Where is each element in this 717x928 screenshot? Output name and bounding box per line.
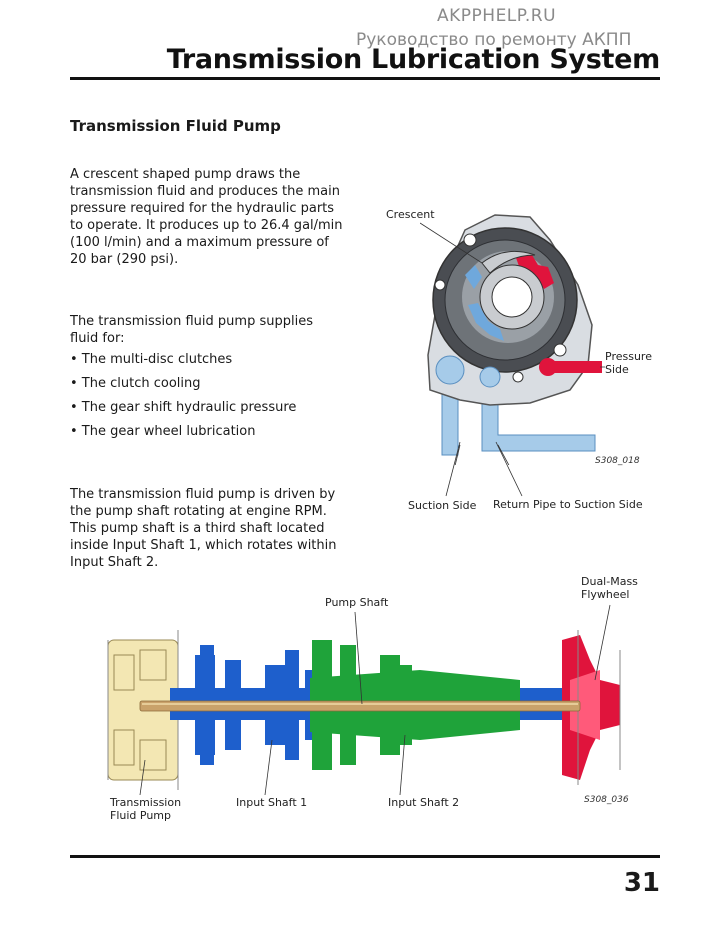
pump-shaft (139, 700, 581, 712)
label-dual-mass-flywheel: Dual-Mass Flywheel (581, 575, 638, 601)
watermark-subtitle: Руководство по ремонту АКПП (356, 30, 632, 50)
shaft-diagram (107, 604, 621, 796)
crescent (481, 250, 536, 274)
pump-detail (139, 649, 167, 681)
bolt-hole (434, 279, 446, 291)
label-fluid-pump: Transmission Fluid Pump (110, 796, 182, 822)
leader-line (420, 222, 483, 264)
shaft-bore (491, 276, 533, 318)
bolt-hole (463, 233, 477, 247)
gear-green (380, 655, 400, 685)
pump-leaders (445, 441, 523, 497)
leader-line (399, 734, 406, 796)
pump-detail (113, 729, 135, 766)
figure1-ref: S308_018 (595, 456, 640, 466)
gear-green (312, 640, 332, 680)
suction-chamber (465, 265, 482, 289)
list-item: • The gear shift hydraulic pressure (70, 400, 297, 415)
section-heading: Transmission Fluid Pump (70, 117, 281, 135)
list-item: • The clutch cooling (70, 376, 201, 391)
pump-detail (139, 739, 167, 771)
supplies-list: • The multi-disc clutches • The clutch c… (70, 352, 296, 448)
bolt-hole (512, 371, 524, 383)
gear-green (340, 730, 356, 765)
page-title: Transmission Lubrication System (166, 44, 661, 75)
label-suction-side: Suction Side (408, 499, 477, 512)
leader-line (497, 444, 510, 465)
header-divider (70, 77, 660, 80)
drive-paragraph: The transmission fluid pump is driven by… (70, 487, 337, 570)
label-return-pipe: Return Pipe to Suction Side (493, 498, 643, 511)
page-number: 31 (623, 868, 660, 898)
supplies-intro: The transmission fluid pump supplies flu… (70, 314, 313, 346)
suction-port (435, 355, 465, 385)
footer-divider (70, 855, 660, 858)
leader-line (264, 739, 273, 796)
gear-blue (200, 755, 214, 765)
gear-green (380, 725, 400, 755)
gear-green (340, 645, 356, 680)
gear-blue (200, 645, 214, 655)
intro-paragraph: A crescent shaped pump draws the transmi… (70, 167, 343, 267)
figure2-ref: S308_036 (584, 795, 629, 805)
leader-line (454, 444, 461, 465)
label-pump-shaft: Pump Shaft (325, 596, 389, 609)
pressure-pipe (548, 361, 602, 373)
bolt-hole (553, 343, 567, 357)
gear-green (312, 730, 332, 770)
suction-chamber (468, 303, 504, 341)
leader-line (139, 759, 146, 796)
label-input-shaft-2: Input Shaft 2 (388, 796, 460, 809)
pump-detail (113, 654, 135, 691)
leader-line (495, 441, 523, 497)
label-crescent: Crescent (386, 208, 435, 221)
leader-line (354, 611, 363, 705)
pressure-chamber (515, 255, 554, 289)
list-item: • The multi-disc clutches (70, 352, 233, 367)
list-item: • The gear wheel lubrication (70, 424, 256, 439)
label-input-shaft-1: Input Shaft 1 (236, 796, 308, 809)
label-pressure-side: Pressure Side (605, 350, 652, 376)
leader-line (594, 604, 611, 681)
watermark-site: AKPPHELP.RU (437, 6, 557, 26)
pump-diagram (420, 214, 605, 465)
leader-line (445, 441, 461, 497)
return-port (479, 366, 501, 388)
